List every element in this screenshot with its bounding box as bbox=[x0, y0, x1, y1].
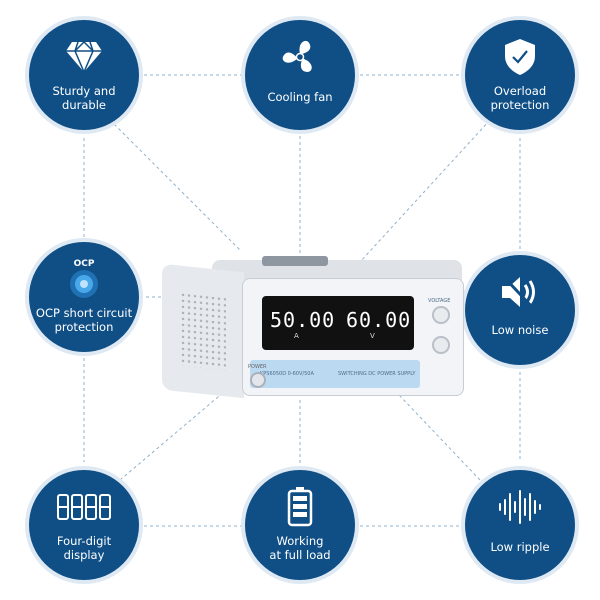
device-side-panel bbox=[162, 263, 244, 399]
ocp-icon: OCP bbox=[29, 256, 139, 302]
device-front-panel: 50.00 A 60.00 V VOLTAGE KPS6050D 0-60V/5… bbox=[242, 278, 464, 396]
brand-label: SWITCHING DC POWER SUPPLY bbox=[338, 371, 416, 377]
diamond-icon bbox=[29, 34, 139, 80]
voltage-readout: 60.00 bbox=[346, 308, 412, 332]
feature-label: Low ripple bbox=[490, 540, 550, 554]
feature-cooling-fan: Cooling fan bbox=[245, 20, 355, 130]
power-label: POWER bbox=[248, 364, 267, 370]
fan-icon bbox=[245, 34, 355, 80]
power-supply-device: 50.00 A 60.00 V VOLTAGE KPS6050D 0-60V/5… bbox=[162, 256, 464, 406]
feature-label: OCP short circuit protection bbox=[35, 306, 133, 334]
device-top bbox=[212, 260, 462, 280]
current-knob bbox=[432, 336, 450, 354]
voltage-knob bbox=[432, 306, 450, 324]
feature-overload-protection: Overload protection bbox=[465, 20, 575, 130]
feature-four-digit-display: Four-digit display bbox=[29, 470, 139, 580]
feature-label: Overload protection bbox=[490, 84, 550, 112]
voltage-knob-label: VOLTAGE bbox=[428, 298, 451, 304]
current-readout: 50.00 bbox=[270, 308, 336, 332]
vent-grille bbox=[180, 291, 226, 371]
power-button bbox=[250, 372, 266, 388]
feature-label: Working at full load bbox=[269, 534, 331, 562]
device-display: 50.00 A 60.00 V bbox=[262, 296, 414, 350]
feature-label: Cooling fan bbox=[267, 90, 333, 104]
feature-label: Sturdy and durable bbox=[52, 84, 116, 112]
feature-ocp-protection: OCP OCP short circuit protection bbox=[29, 242, 139, 352]
device-handle bbox=[262, 256, 328, 266]
shield-check-icon bbox=[465, 34, 575, 80]
model-label: KPS6050D 0-60V/50A bbox=[260, 371, 314, 377]
feature-label: Four-digit display bbox=[56, 534, 112, 562]
speaker-mute-icon bbox=[465, 269, 575, 315]
feature-label: Low noise bbox=[491, 323, 549, 337]
model-strip: KPS6050D 0-60V/50A SWITCHING DC POWER SU… bbox=[250, 360, 420, 388]
feature-full-load: Working at full load bbox=[245, 470, 355, 580]
digits-icon bbox=[29, 484, 139, 530]
battery-icon bbox=[245, 484, 355, 530]
svg-text:OCP: OCP bbox=[74, 259, 95, 269]
waveform-icon bbox=[465, 484, 575, 530]
feature-low-noise: Low noise bbox=[465, 255, 575, 365]
current-unit: A bbox=[294, 332, 299, 340]
feature-low-ripple: Low ripple bbox=[465, 470, 575, 580]
feature-sturdy-durable: Sturdy and durable bbox=[29, 20, 139, 130]
voltage-unit: V bbox=[370, 332, 375, 340]
